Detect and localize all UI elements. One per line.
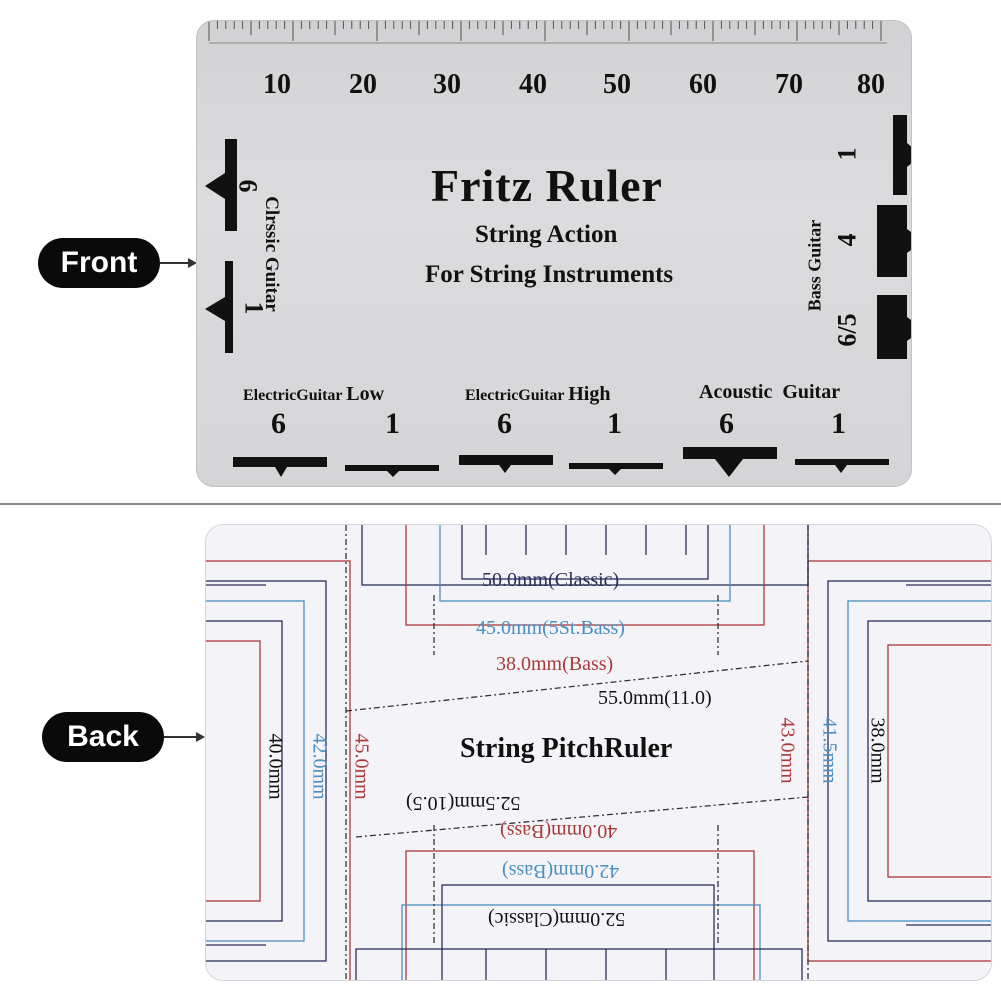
ruler-ticks (208, 21, 887, 44)
front-label-text: Front (60, 246, 138, 279)
measure-52-5: 52.5mm(10.5) (406, 792, 521, 814)
group2-label-big: High (568, 383, 611, 405)
classic-markers (205, 139, 237, 353)
back-grid (206, 525, 991, 980)
mark-acoustic-1 (795, 459, 889, 465)
bass-65-bar (877, 295, 907, 359)
ruler-number: 40 (519, 69, 547, 100)
mark-e-low-6 (233, 457, 327, 467)
group3-right-num: 1 (831, 407, 846, 440)
bass-1-notch (907, 143, 911, 167)
measure-bass-38: 38.0mm(Bass) (496, 653, 614, 675)
group2-right-num: 1 (607, 407, 622, 440)
ruler-number: 10 (263, 69, 291, 100)
mark-e-high-6-notch (499, 465, 511, 473)
group1-label-small: Electric (243, 387, 297, 404)
group2-label: ElectricGuitar High (465, 383, 610, 406)
classic-1-notch (205, 297, 225, 321)
back-card: String PitchRuler 50.0mm(Classic) 45.0mm… (205, 524, 992, 981)
center-guides (345, 525, 809, 980)
vertical-41-5: 41.5mm (818, 717, 841, 784)
mark-e-low-1-notch (387, 471, 399, 477)
classic-6-notch (205, 173, 225, 199)
group1-label-mid: Guitar (296, 387, 343, 404)
measure-bass-42: 42.0mm(Bass) (502, 860, 620, 882)
front-arrow (160, 262, 190, 264)
bass-4-num: 4 (832, 233, 862, 247)
bass-4-bar (877, 205, 907, 277)
back-title: String PitchRuler (460, 733, 673, 764)
back-label-text: Back (67, 720, 139, 753)
measure-classic-50: 50.0mm(Classic) (482, 569, 620, 591)
classic-6-bar (225, 139, 237, 231)
back-arrow (164, 736, 198, 738)
mark-e-low-1 (345, 465, 439, 471)
vertical-43: 43.0mm (776, 717, 799, 784)
divider-line (0, 503, 1001, 505)
classic-guitar-label: Clrssic Guitar (260, 196, 282, 312)
front-card: 10 20 30 40 50 60 70 80 Fritz Ruler String Acti… (196, 20, 912, 487)
back-arrow-head (196, 732, 205, 742)
front-subtitle: String Action (475, 221, 618, 248)
bass-guitar-label: Bass Guitar (804, 219, 825, 312)
measure-5st-bass: 45.0mm(5St.Bass) (476, 617, 625, 639)
mark-e-high-1 (569, 463, 663, 469)
front-title: Fritz Ruler (431, 160, 663, 211)
measure-55: 55.0mm(11.0) (598, 687, 712, 709)
mark-acoustic-6-notch (715, 459, 743, 477)
ruler-number: 50 (603, 69, 631, 100)
ruler-number: 80 (857, 69, 885, 100)
group3-label: Acoustic Guitar (699, 381, 841, 403)
ruler-number: 70 (775, 69, 803, 100)
bass-65-notch (907, 317, 911, 341)
right-rects (807, 560, 991, 962)
bass-65-num: 6/5 (832, 313, 862, 347)
mark-e-low-6-notch (275, 467, 287, 477)
back-label: Back (42, 712, 164, 762)
measure-classic-52: 52.0mm(Classic) (488, 908, 626, 930)
group1-right-num: 1 (385, 407, 400, 440)
front-arrow-head (188, 258, 197, 268)
front-label: Front (38, 238, 160, 288)
mark-e-high-1-notch (609, 469, 621, 475)
group2-label-mid: Guitar (518, 387, 565, 404)
bass-4-notch (907, 229, 911, 253)
vertical-45: 45.0mm (350, 733, 373, 800)
measure-bass-40: 40.0mm(Bass) (500, 820, 618, 842)
vertical-38: 38.0mm (866, 717, 889, 784)
bottom-rects (355, 850, 803, 980)
bass-markers (877, 115, 911, 359)
top-rects (361, 525, 809, 626)
group3-left-num: 6 (719, 407, 734, 440)
front-subtitle2: For String Instruments (425, 261, 674, 288)
classic-6-num: 6 (233, 179, 263, 193)
ruler-number: 30 (433, 69, 461, 100)
vertical-40: 40.0mm (264, 733, 287, 800)
group1-label-big: Low (346, 383, 385, 405)
vertical-42: 42.0mm (308, 733, 331, 800)
ruler-number: 20 (349, 69, 377, 100)
bottom-markers (233, 447, 889, 477)
group2-label-small: Electric (465, 387, 519, 404)
group1-left-num: 6 (271, 407, 286, 440)
group1-label: ElectricGuitar Low (243, 383, 384, 406)
left-rects (206, 560, 351, 980)
group2-left-num: 6 (497, 407, 512, 440)
mark-acoustic-6 (683, 447, 777, 459)
bass-1-bar (893, 115, 907, 195)
ruler-number: 60 (689, 69, 717, 100)
classic-1-bar (225, 261, 233, 353)
bass-1-num: 1 (832, 147, 862, 161)
mark-e-high-6 (459, 455, 553, 465)
mark-acoustic-1-notch (835, 465, 847, 473)
